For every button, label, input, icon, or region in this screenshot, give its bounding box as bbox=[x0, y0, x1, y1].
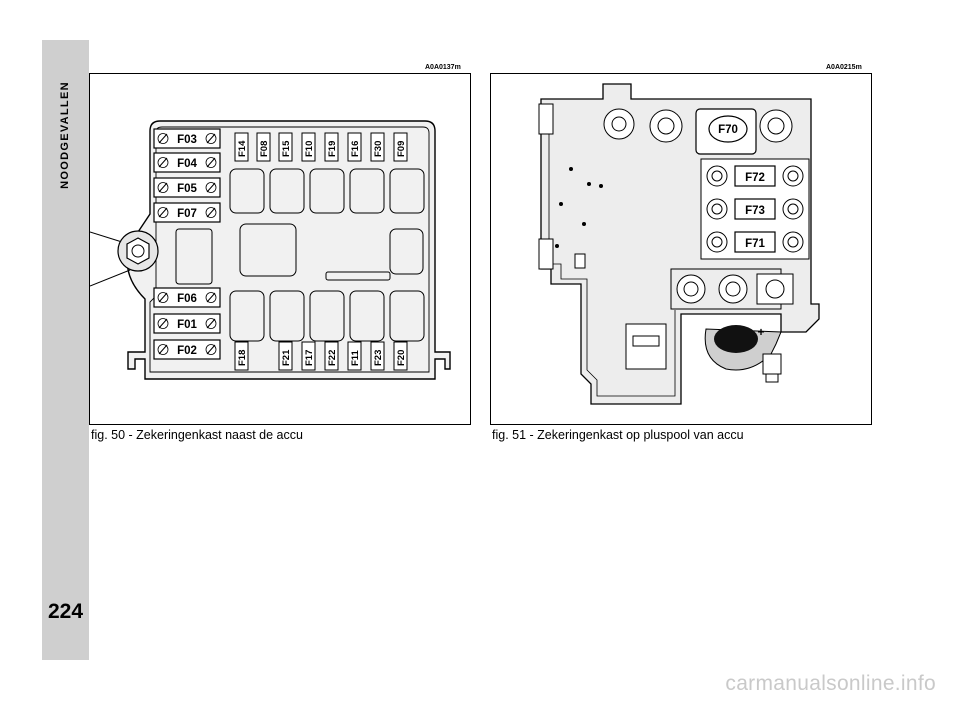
fuse-box-diagram-left: F03 F04 F05 F07 bbox=[89, 120, 451, 380]
fuses-left-group: F03 F04 F05 F07 bbox=[153, 128, 221, 360]
plus-icon: + bbox=[757, 325, 764, 339]
figure-right-code: A0A0215m bbox=[826, 64, 862, 71]
fuse-label: F14 bbox=[237, 140, 248, 157]
stud-bolts-bottom bbox=[670, 268, 794, 310]
fuse-label: F11 bbox=[350, 349, 361, 366]
fuse-label: F01 bbox=[177, 319, 197, 331]
sidebar-band bbox=[42, 40, 89, 660]
fuse-label: F03 bbox=[177, 134, 197, 146]
fuse-label: F70 bbox=[718, 124, 738, 136]
figure-right: F70 F72 F73 F71 bbox=[490, 73, 872, 425]
fuse-label: F06 bbox=[177, 293, 197, 305]
fuse-label: F02 bbox=[177, 345, 197, 357]
fuse-label: F73 bbox=[745, 205, 765, 217]
fuses-bottom-group: F18 F21 F17 F22 F11 F23 F20 bbox=[234, 341, 408, 371]
stud-bolts-top bbox=[603, 108, 793, 143]
fuse-label: F30 bbox=[373, 141, 384, 157]
watermark: carmanualsonline.info bbox=[725, 672, 936, 695]
fuse-label: F23 bbox=[373, 350, 384, 366]
figure-left-caption: fig. 50 - Zekeringenkast naast de accu bbox=[91, 428, 303, 442]
figure-left: F03 F04 F05 F07 bbox=[89, 73, 471, 425]
fuse-label: F08 bbox=[259, 141, 270, 157]
fuse-label: F04 bbox=[177, 158, 197, 170]
fuse-label: F21 bbox=[281, 349, 292, 366]
fuse-label: F05 bbox=[177, 183, 197, 195]
fuse-label: F15 bbox=[281, 140, 292, 157]
figure-left-code: A0A0137m bbox=[425, 64, 461, 71]
fuse-label: F16 bbox=[350, 141, 361, 157]
fuse-label: F18 bbox=[237, 350, 248, 366]
fuse-label: F09 bbox=[396, 141, 407, 157]
fuse-box-diagram-right: F70 F72 F73 F71 bbox=[538, 83, 820, 405]
fuse-label: F17 bbox=[304, 350, 315, 366]
page-number: 224 bbox=[47, 600, 84, 623]
fuse-label: F20 bbox=[396, 350, 407, 366]
fuse-label: F22 bbox=[327, 350, 338, 366]
fuse-label: F72 bbox=[745, 172, 765, 184]
relay-sockets bbox=[175, 168, 425, 342]
fuses-top-group: F14 F08 F15 F10 F19 F16 F30 F09 bbox=[234, 132, 408, 162]
fuse-label: F10 bbox=[304, 141, 315, 157]
fuse-label: F07 bbox=[177, 208, 197, 220]
fuse-label: F19 bbox=[327, 141, 338, 157]
section-title-text: NOODGEVALLEN bbox=[59, 81, 71, 189]
figure-right-caption: fig. 51 - Zekeringenkast op pluspool van… bbox=[492, 428, 744, 442]
fuses-side-group: F72 F73 F71 bbox=[706, 165, 804, 253]
fuse-label: F71 bbox=[745, 238, 765, 250]
